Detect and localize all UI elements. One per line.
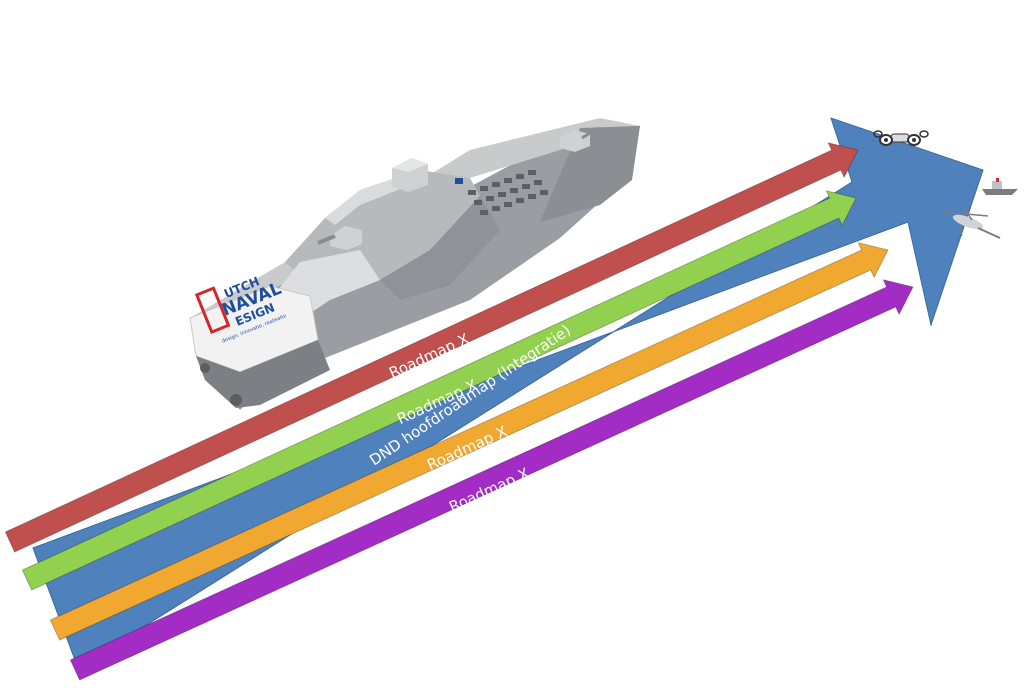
helicopter-icon [943,207,1001,239]
roadmap-arrow-4 [69,278,914,681]
drone-icon [873,130,929,146]
logo-bracket [194,286,231,334]
roadmap-arrow-1 [4,142,859,553]
ship-icon [189,118,640,410]
boat-icon [982,178,1018,195]
roadmap-arrow-2 [21,190,857,591]
roadmap-arrow-3 [49,241,889,641]
